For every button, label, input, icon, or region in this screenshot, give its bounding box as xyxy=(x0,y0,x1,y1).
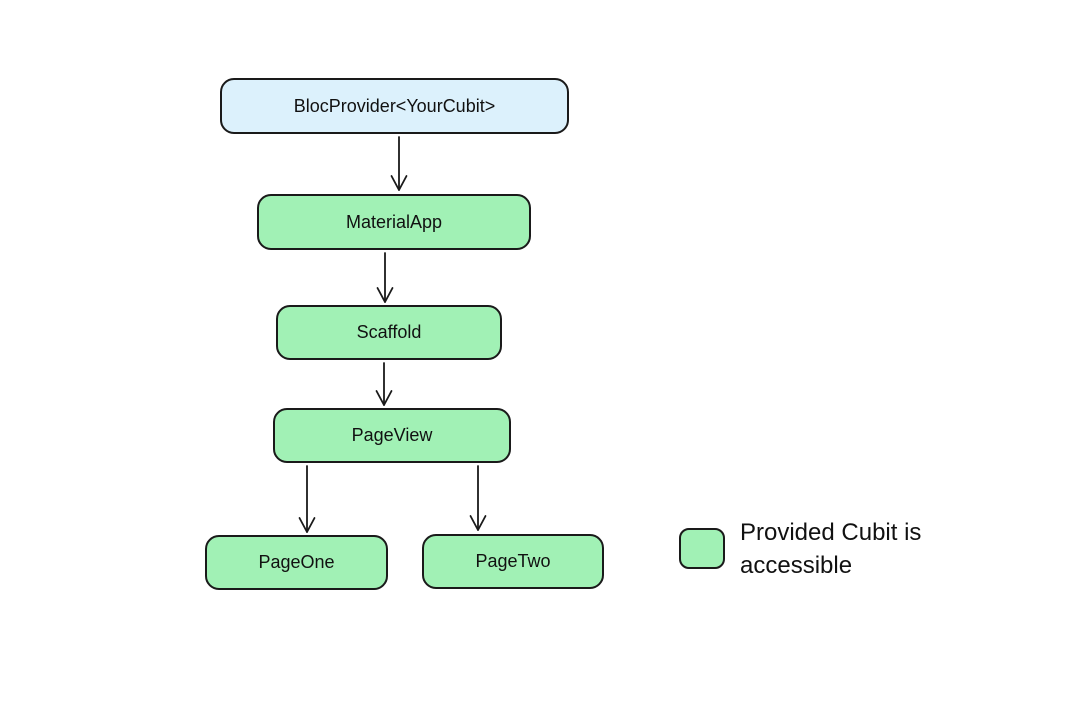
node-scaffold: Scaffold xyxy=(276,305,502,360)
arrow-down-icon xyxy=(469,465,487,531)
arrow-down-icon xyxy=(298,465,316,533)
arrow-down-icon xyxy=(376,252,394,303)
node-label: PageOne xyxy=(258,552,335,572)
node-label: PageView xyxy=(351,425,433,445)
legend-swatch xyxy=(679,528,725,569)
node-materialapp: MaterialApp xyxy=(257,194,531,250)
arrow-down-icon xyxy=(375,362,393,406)
node-label: Scaffold xyxy=(356,322,422,342)
node-pagetwo: PageTwo xyxy=(422,534,604,589)
node-label: MaterialApp xyxy=(345,211,443,232)
legend-label: Provided Cubit is accessible xyxy=(740,519,922,579)
node-pageview: PageView xyxy=(273,408,511,463)
arrow-down-icon xyxy=(390,136,408,191)
node-pageone: PageOne xyxy=(205,535,388,590)
node-label: PageTwo xyxy=(475,551,551,571)
node-blocprovider: BlocProvider<YourCubit> xyxy=(220,78,569,134)
legend: Provided Cubit is accessible xyxy=(679,516,975,582)
node-label: BlocProvider<YourCubit> xyxy=(293,95,496,116)
